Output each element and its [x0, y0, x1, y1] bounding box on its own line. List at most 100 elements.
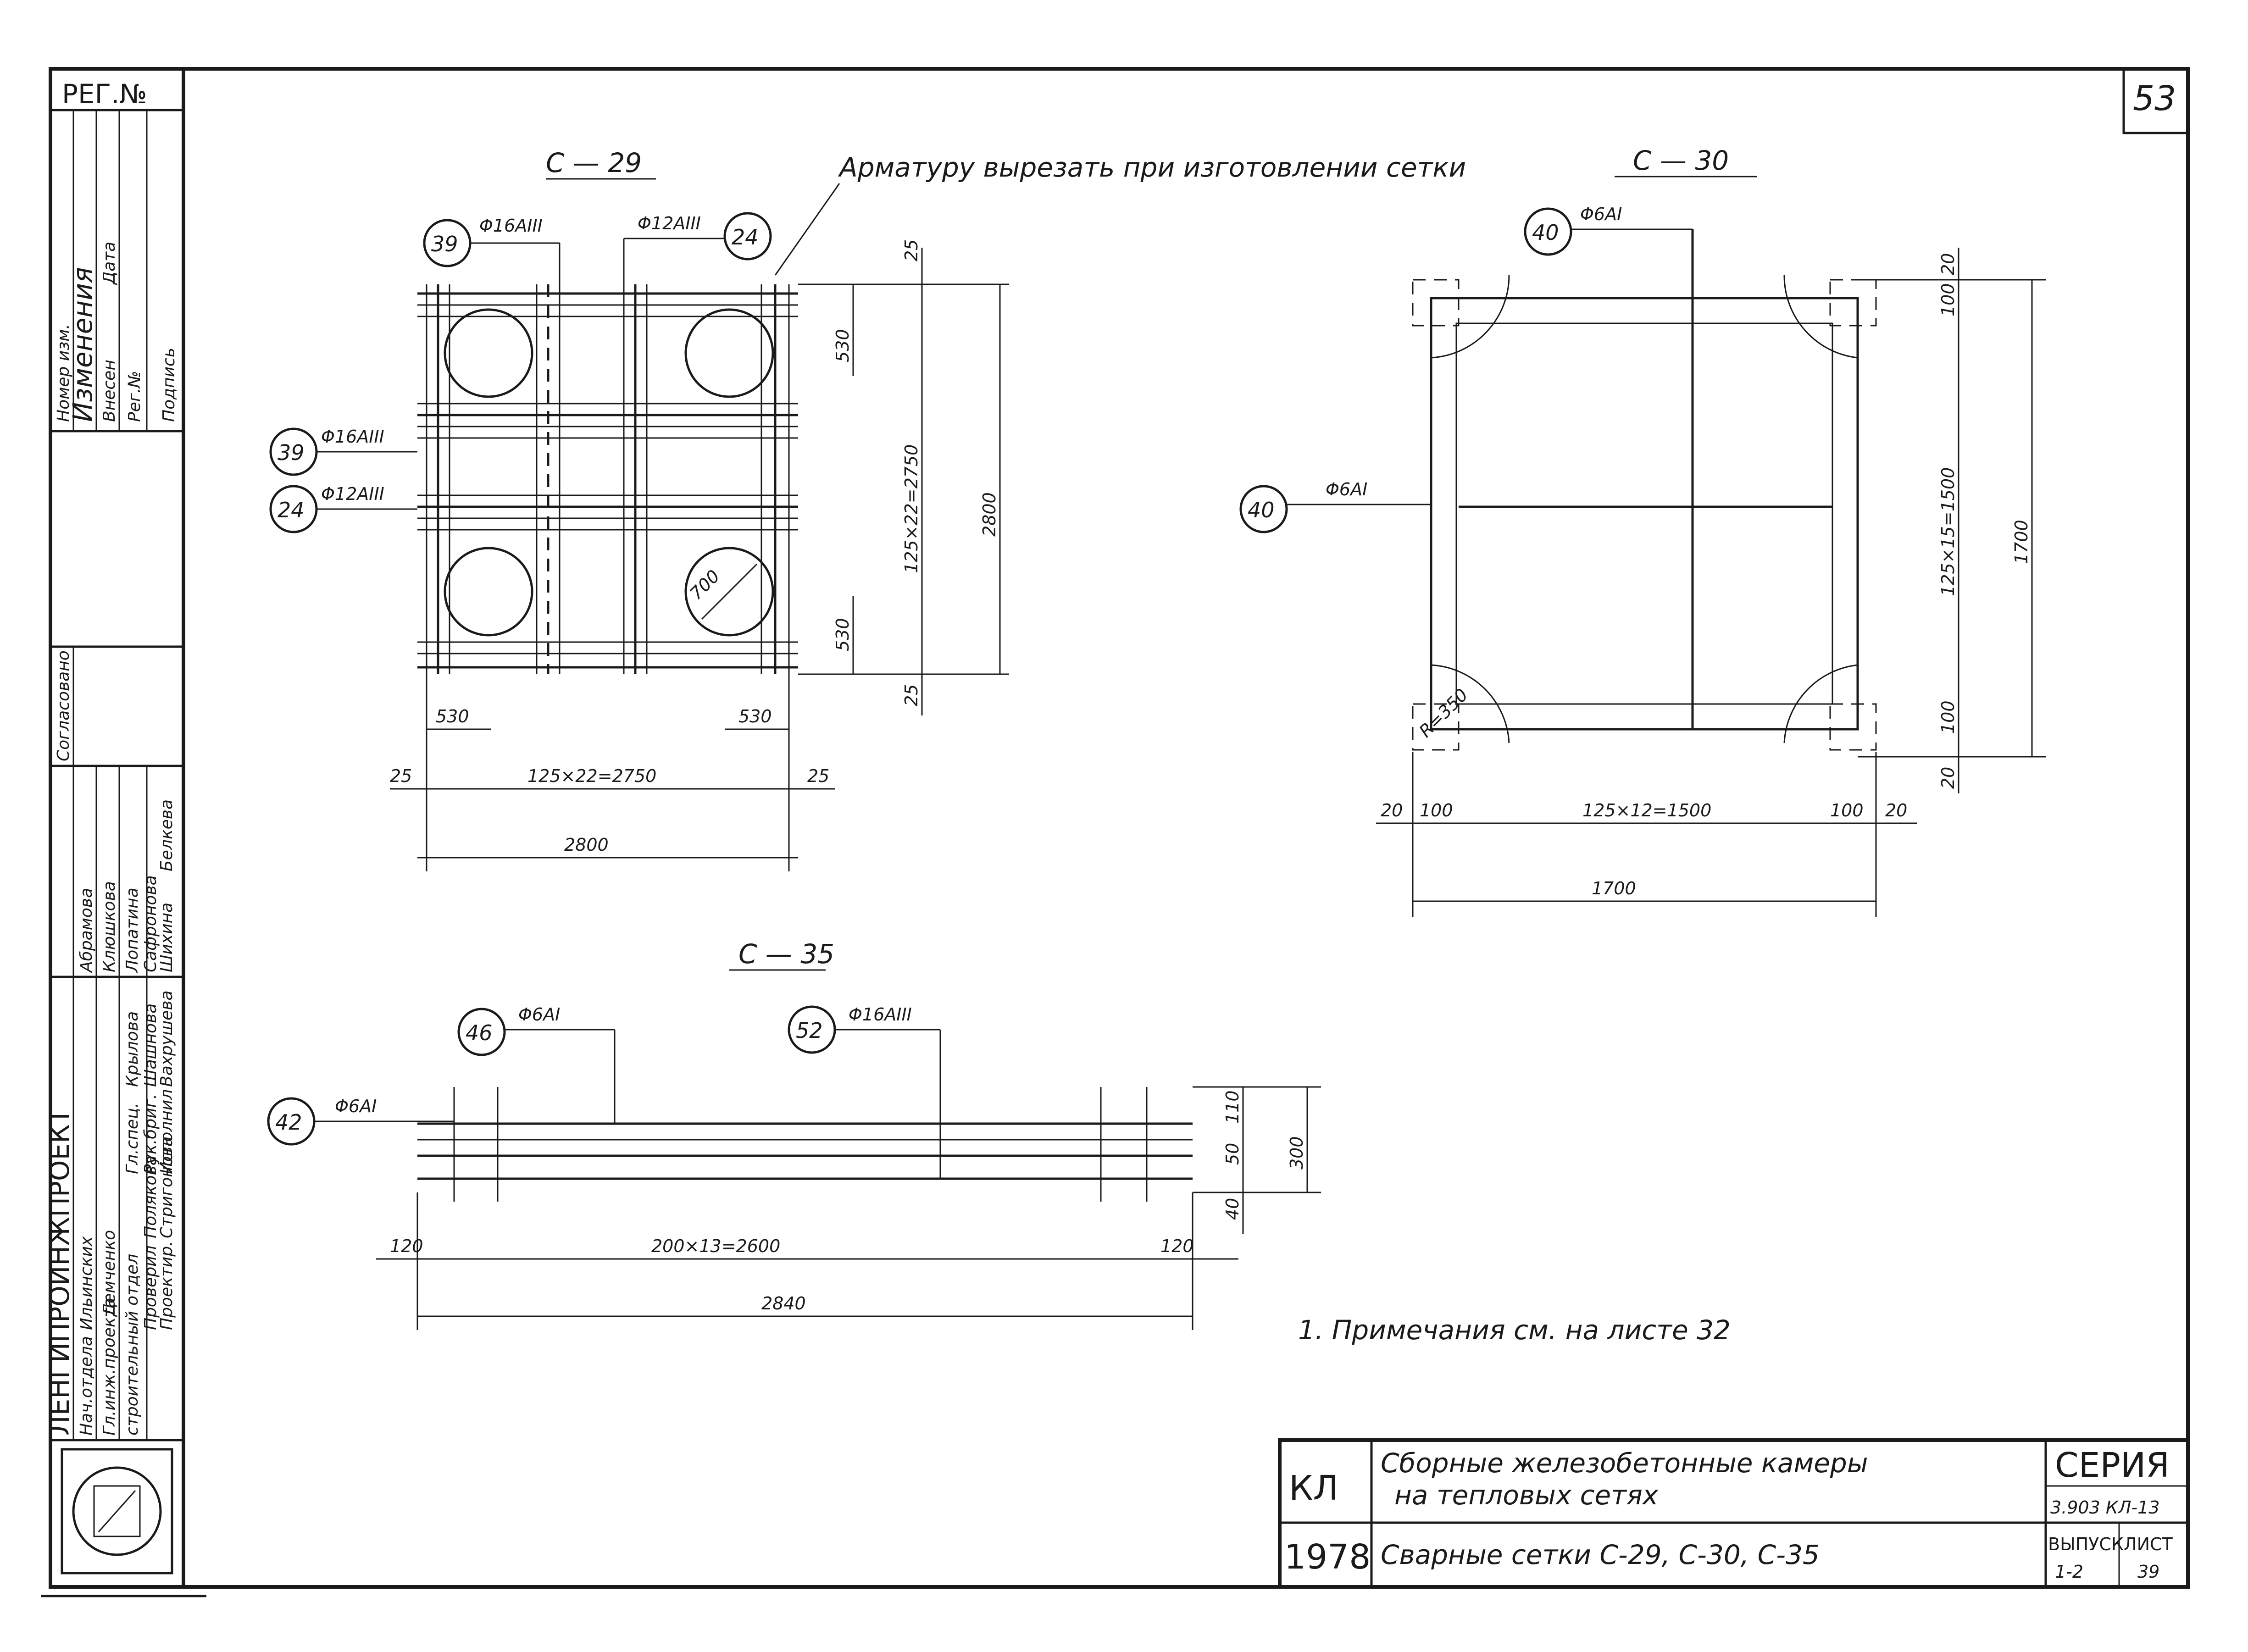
c30-outer: [1430, 297, 1859, 731]
svg-text:125×22=2750: 125×22=2750: [527, 766, 656, 786]
agreement-name: Клюшкова: [100, 881, 119, 972]
svg-text:25: 25: [901, 239, 921, 261]
agreed-label: Согласовано: [54, 650, 73, 761]
title-block: КЛ 1978 Сборные железобетонные камеры на…: [1278, 1438, 2190, 1589]
svg-text:52: 52: [796, 1018, 823, 1043]
svg-text:Φ16АIII: Φ16АIII: [321, 427, 384, 447]
org-role: Рук.бриг.: [141, 1094, 160, 1174]
svg-text:Φ6АI: Φ6АI: [1580, 204, 1622, 224]
callout-42: 42 Φ6АI: [267, 1096, 454, 1146]
callout-39-left: 39 Φ16АIII: [269, 427, 417, 476]
svg-text:Φ6АI: Φ6АI: [1326, 479, 1367, 499]
org-role: Гл.спец.: [123, 1103, 142, 1174]
tb-year: 1978: [1284, 1537, 1371, 1577]
tb-series-label: СЕРИЯ: [2055, 1446, 2170, 1485]
svg-text:530: 530: [436, 706, 469, 726]
callout-40-top: 40 Φ6АI: [1524, 204, 1693, 256]
c29-title: С — 29: [546, 147, 642, 178]
org-role-name: Ильинских: [77, 1236, 96, 1330]
tb-code: КЛ: [1289, 1469, 1338, 1508]
svg-text:Φ16АIII: Φ16АIII: [849, 1004, 912, 1025]
tb-sheet-value: 39: [2137, 1562, 2159, 1582]
mesh-c29: С — 29 Арматуру вырезать при изготовлени…: [269, 147, 1466, 871]
org-name: ЛЕНГИПРОИНЖПРОЕКТ: [44, 1108, 75, 1436]
callout-39-top: 39 Φ16АIII: [423, 216, 561, 294]
c29-hole: [684, 308, 774, 398]
tb-issue-label: ВЫПУСК: [2048, 1534, 2124, 1554]
svg-text:25: 25: [807, 766, 829, 786]
c29-note-line1: Арматуру вырезать при изготовлении сетки: [838, 152, 1466, 183]
svg-text:Φ12АIII: Φ12АIII: [638, 213, 701, 233]
c29-hole: [444, 547, 533, 637]
svg-text:39: 39: [431, 232, 458, 256]
agreement-name: Сафронова: [141, 875, 160, 972]
callout-46: 46 Φ6АI: [457, 1004, 616, 1124]
note-leader: [774, 183, 840, 276]
changes-col-label: Внесен: [100, 360, 119, 422]
svg-text:2800: 2800: [564, 835, 609, 855]
tb-sheet-label: ЛИСТ: [2124, 1534, 2173, 1554]
svg-text:Φ6АI: Φ6АI: [518, 1004, 560, 1025]
org-role: Проектир.: [157, 1241, 176, 1330]
svg-text:25: 25: [390, 766, 412, 786]
svg-text:530: 530: [833, 329, 853, 362]
svg-text:40: 40: [1532, 220, 1559, 245]
reg-box: [49, 67, 185, 111]
svg-text:2840: 2840: [761, 1293, 806, 1314]
svg-text:125×15=1500: 125×15=1500: [1938, 467, 1958, 596]
tb-line2: на тепловых сетях: [1394, 1480, 1659, 1511]
org-role-name: Стригонова: [157, 1136, 176, 1238]
reg-label: РЕГ.№: [62, 78, 147, 110]
svg-text:Φ16АIII: Φ16АIII: [479, 216, 543, 236]
tb-line1: Сборные железобетонные камеры: [1381, 1447, 1868, 1479]
org-role: Исполнил: [157, 1089, 176, 1174]
general-note: 1. Примечания см. на листе 32: [1298, 1314, 1731, 1346]
sheet-frame: [49, 67, 2190, 1589]
tb-issue-value: 1-2: [2055, 1562, 2083, 1582]
svg-text:20: 20: [1938, 253, 1958, 275]
svg-text:2800: 2800: [979, 492, 999, 537]
callout-40-left: 40 Φ6АI: [1239, 479, 1431, 533]
org-role: Нач.отдела: [77, 1336, 96, 1436]
svg-text:1700: 1700: [2011, 520, 2032, 564]
changes-col-label: Рег.№: [125, 371, 144, 422]
c30-title: С — 30: [1633, 145, 1729, 176]
agreement-name: Шихина: [157, 903, 176, 972]
changes-col-label: Подпись: [160, 348, 178, 422]
svg-text:24: 24: [732, 225, 759, 249]
svg-text:125×22=2750: 125×22=2750: [901, 444, 921, 573]
c35-dims: 110 50 40 300 120 200×13=2600 120 2840: [376, 1086, 1321, 1330]
tb-series-value: 3.903 КЛ-13: [2050, 1497, 2159, 1518]
c29-hole: [684, 547, 774, 637]
svg-text:200×13=2600: 200×13=2600: [651, 1236, 780, 1256]
agreement-name: Белкева: [157, 799, 176, 871]
tb-line3: Сварные сетки С-29, С-30, С-35: [1381, 1539, 1820, 1570]
svg-text:530: 530: [738, 706, 772, 726]
svg-text:100: 100: [1938, 283, 1958, 316]
svg-text:20: 20: [1885, 800, 1907, 820]
sheet-number-box: [2122, 67, 2189, 134]
svg-text:530: 530: [833, 618, 853, 651]
org-role-name: Крылова: [123, 1011, 142, 1087]
svg-text:100: 100: [1420, 800, 1453, 820]
mesh-c35: С — 35 46 Φ6АI 52 Φ16АIII 42 Φ6АI: [267, 938, 1321, 1330]
org-logo: [61, 1448, 173, 1574]
dept-label: строительный отдел: [123, 1254, 142, 1436]
svg-text:20: 20: [1938, 767, 1958, 789]
svg-text:120: 120: [390, 1236, 423, 1256]
svg-text:24: 24: [278, 498, 305, 522]
c30-radius: R=350: [1415, 685, 1472, 742]
svg-text:100: 100: [1830, 800, 1864, 820]
svg-text:39: 39: [278, 440, 305, 465]
c30-inner: [1455, 322, 1833, 705]
svg-text:1700: 1700: [1592, 878, 1636, 898]
svg-text:125×12=1500: 125×12=1500: [1582, 800, 1711, 820]
c29-hole: [444, 308, 533, 398]
svg-text:50: 50: [1222, 1143, 1243, 1165]
svg-text:42: 42: [275, 1110, 302, 1135]
svg-text:100: 100: [1938, 700, 1958, 734]
changes-col-label: Дата: [100, 242, 119, 285]
org-role-name: Шашнова: [141, 1003, 160, 1087]
left-strip: РЕГ.№ Изменения Номер изм. Внесен Дата Р…: [44, 67, 185, 1574]
